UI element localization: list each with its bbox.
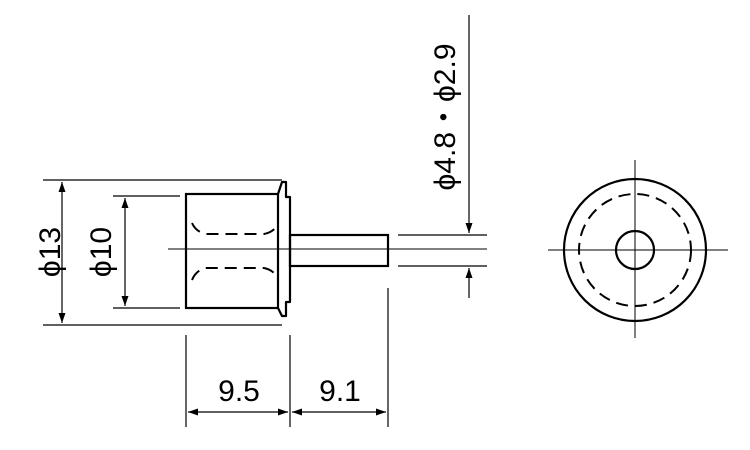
pin-length-label: 9.1 [319, 375, 361, 408]
pin-circle [614, 229, 656, 271]
end-view [548, 160, 728, 338]
pin-outline [288, 233, 390, 268]
outer-circle [562, 177, 708, 323]
hidden-bore-bottom [191, 267, 279, 281]
body-outline [184, 192, 280, 310]
hidden-bore-top [191, 222, 279, 235]
hidden-bore-circle [578, 193, 692, 307]
body-length-label: 9.5 [218, 375, 260, 408]
side-view [168, 180, 487, 318]
inner-diameter-label: ϕ10 [85, 227, 118, 277]
pin-diameters-label: ϕ4.8・ϕ2.9 [429, 43, 462, 190]
outer-diameter-label: ϕ13 [34, 227, 67, 277]
dimension-lines [43, 15, 487, 427]
